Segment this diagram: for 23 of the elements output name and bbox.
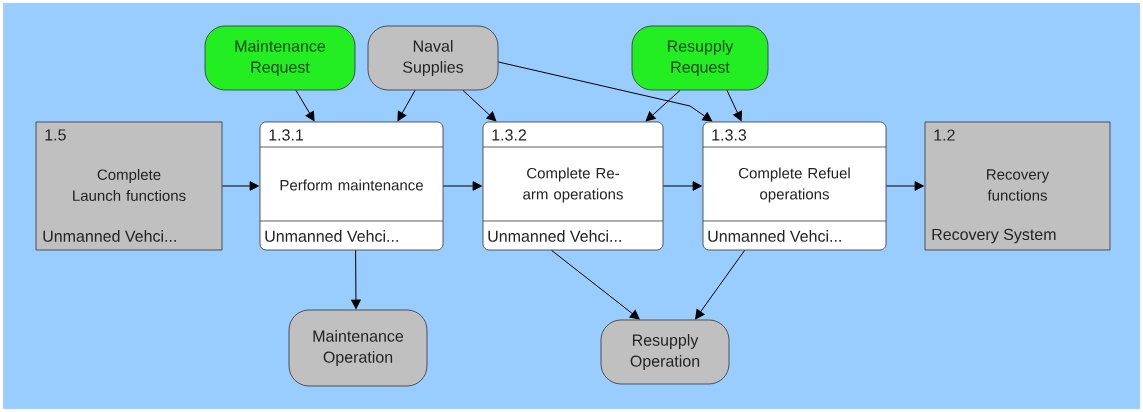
arrow <box>645 89 681 122</box>
arrow <box>662 181 702 191</box>
arrow <box>551 249 640 320</box>
store-pill: Naval Supplies <box>367 25 499 91</box>
process-box: 1.3.1 Perform maintenance Unmanned Vehci... <box>259 121 444 251</box>
arrow <box>695 249 746 320</box>
external-box: 1.5 Complete Launch functions Unmanned Vehci... <box>35 121 223 251</box>
request-pill: Maintenance Request <box>204 25 356 91</box>
arrow <box>497 61 713 122</box>
external-box: 1.2 Recovery functions Recovery System <box>924 121 1111 251</box>
request-pill: Resupply Request <box>631 25 769 91</box>
store-pill: Resupply Operation <box>600 319 730 385</box>
store-pill: Maintenance Operation <box>288 309 428 387</box>
process-box: 1.3.3 Complete Refuel operations Unmanned Vehci... <box>702 121 887 251</box>
arrow <box>221 181 259 191</box>
arrow <box>442 181 482 191</box>
arrow <box>885 181 924 191</box>
arrow <box>397 89 416 122</box>
process-box: 1.3.2 Complete Re-arm operations Unmanned Vehci... <box>482 121 664 251</box>
arrow <box>726 89 742 122</box>
arrow <box>351 249 361 309</box>
arrow <box>295 89 315 122</box>
arrow <box>462 89 497 122</box>
